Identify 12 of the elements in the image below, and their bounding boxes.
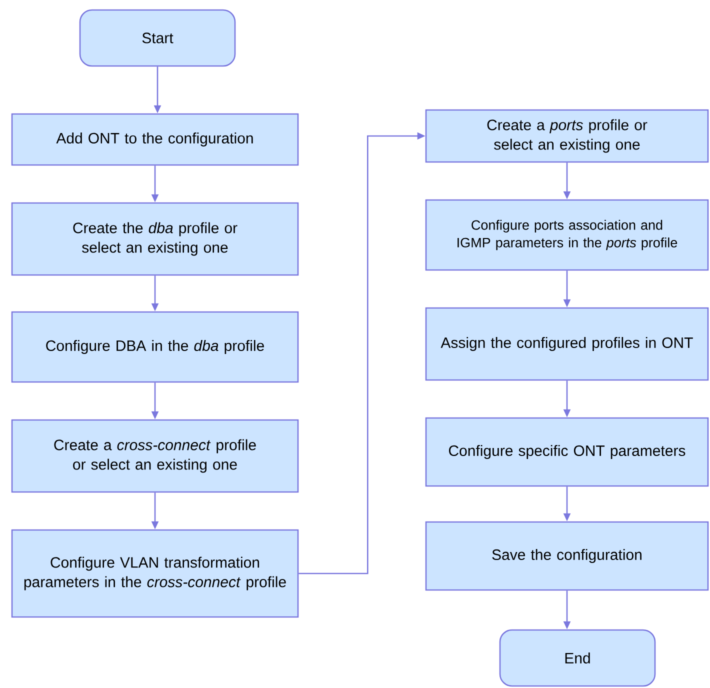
process-box: Save the configuration — [425, 521, 709, 591]
process-box: Create a cross-connect profile or select an existing one — [11, 419, 299, 493]
terminal-box: Start — [79, 9, 236, 67]
process-box: Add ONT to the configuration — [11, 113, 299, 166]
process-box: Configure ports association and IGMP parameters in the ports profile — [425, 199, 709, 271]
process-box: Create a ports profile or select an existing one — [425, 109, 709, 163]
process-box: Assign the configured profiles in ONT — [425, 307, 709, 381]
process-box: Configure VLAN transformation parameters in the cross-connect profile — [11, 529, 299, 618]
terminal-box: End — [499, 629, 656, 687]
process-box: Configure specific ONT parameters — [425, 417, 709, 487]
process-box: Configure DBA in the dba profile — [11, 311, 299, 383]
process-box: Create the dba profile or select an existing one — [11, 202, 299, 276]
